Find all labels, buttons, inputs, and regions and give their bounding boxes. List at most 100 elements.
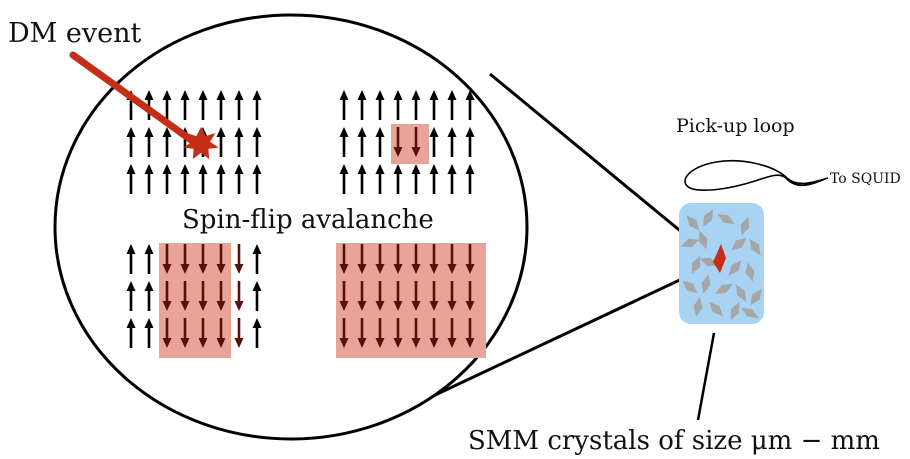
spin-down-arrow [180, 318, 190, 348]
spin-up-arrow [252, 127, 262, 157]
dm-event-star [183, 127, 219, 159]
spin-up-arrow [234, 164, 244, 194]
spin-up-arrow [447, 164, 457, 194]
spin-up-arrow [180, 90, 190, 120]
spin-down-arrow [357, 244, 367, 274]
spin-up-arrow [339, 90, 349, 120]
spin-down-arrow [216, 281, 226, 311]
smm-crystal [715, 284, 733, 294]
spin-up-arrow [234, 127, 244, 157]
spin-up-arrow [252, 318, 262, 348]
spin-up-arrow [252, 281, 262, 311]
spin-up-arrow [234, 90, 244, 120]
spin-up-arrow [429, 90, 439, 120]
spin-up-arrow [162, 90, 172, 120]
spin-up-arrow [252, 90, 262, 120]
spin-up-arrow [216, 127, 226, 157]
dm-event-ray [69, 51, 202, 149]
spin-down-arrow [411, 281, 421, 311]
spin-down-arrow [180, 281, 190, 311]
spin-up-arrow [465, 127, 475, 157]
spin-up-arrow [126, 164, 136, 194]
spin-up-arrow [411, 164, 421, 194]
smm-crystal [750, 288, 762, 306]
spin-down-arrow [180, 244, 190, 274]
spin-down-arrow [411, 127, 421, 157]
spin-down-arrow [162, 318, 172, 348]
spin-up-arrow [162, 127, 172, 157]
spin-down-arrow [429, 244, 439, 274]
smm-crystal [741, 308, 759, 318]
spin-up-arrow [144, 244, 154, 274]
spin-up-arrow [465, 164, 475, 194]
spin-grid-full-avalanche [336, 243, 486, 358]
spin-down-arrow [411, 244, 421, 274]
spin-up-arrow [339, 164, 349, 194]
spin-down-arrow [375, 244, 385, 274]
spin-down-arrow [162, 244, 172, 274]
spin-down-arrow [447, 281, 457, 311]
spin-down-arrow [357, 281, 367, 311]
smm-crystal [693, 297, 703, 317]
spin-up-arrow [465, 90, 475, 120]
spin-down-arrow [465, 281, 475, 311]
spin-down-arrow [447, 318, 457, 348]
spin-up-arrow [126, 244, 136, 274]
smm-crystal [680, 238, 700, 248]
spin-down-arrow [357, 318, 367, 348]
spin-down-arrow [465, 244, 475, 274]
spin-down-arrow [339, 281, 349, 311]
event-crystal [713, 244, 726, 273]
spin-down-arrow [393, 318, 403, 348]
spin-down-arrow [375, 281, 385, 311]
spin-up-arrow [126, 127, 136, 157]
smm-crystal [682, 280, 698, 294]
spin-down-arrow [339, 318, 349, 348]
spin-up-arrow [126, 281, 136, 311]
spin-up-arrow [447, 90, 457, 120]
spin-up-arrow [429, 164, 439, 194]
smm-crystal [745, 262, 755, 282]
smm-crystals [680, 209, 762, 321]
spin-up-arrow [393, 164, 403, 194]
smm-crystal [703, 209, 713, 227]
spin-up-arrow [357, 90, 367, 120]
spin-down-arrow [234, 318, 244, 348]
spin-down-arrow [162, 281, 172, 311]
smm-crystal [736, 284, 746, 302]
spin-grid-initial-flip [339, 90, 475, 194]
spin-down-arrow [393, 127, 403, 157]
spin-up-arrow [357, 164, 367, 194]
spin-up-arrow [429, 127, 439, 157]
pickup-loop-label: Pick-up loop [676, 115, 795, 137]
spin-up-arrow [411, 90, 421, 120]
spin-up-arrow [447, 127, 457, 157]
spin-down-arrow [375, 318, 385, 348]
avalanche-label: Spin-flip avalanche [182, 205, 434, 235]
spin-down-arrow [216, 244, 226, 274]
spin-up-arrow [198, 164, 208, 194]
smm-crystal [740, 216, 750, 236]
spin-down-arrow [429, 281, 439, 311]
spin-grid-partial-avalanche [126, 243, 262, 358]
spin-up-arrow [144, 164, 154, 194]
pickup-loop-lead [785, 177, 829, 187]
smm-crystal [698, 230, 708, 250]
spin-down-arrow [198, 281, 208, 311]
spin-down-arrow [465, 318, 475, 348]
spin-down-arrow [393, 244, 403, 274]
smm-label: SMM crystals of size μm − mm [468, 426, 880, 456]
spin-up-arrow [216, 90, 226, 120]
spin-up-arrow [252, 164, 262, 194]
smm-crystal [686, 215, 700, 231]
spin-down-arrow [198, 244, 208, 274]
flip-highlight [336, 243, 486, 358]
spin-up-arrow [198, 90, 208, 120]
spin-down-arrow [234, 244, 244, 274]
spin-up-arrow [216, 164, 226, 194]
dm-event-label: DM event [8, 18, 141, 49]
spin-grids [126, 90, 486, 358]
spin-up-arrow [126, 318, 136, 348]
smm-pointer-line [696, 332, 716, 421]
